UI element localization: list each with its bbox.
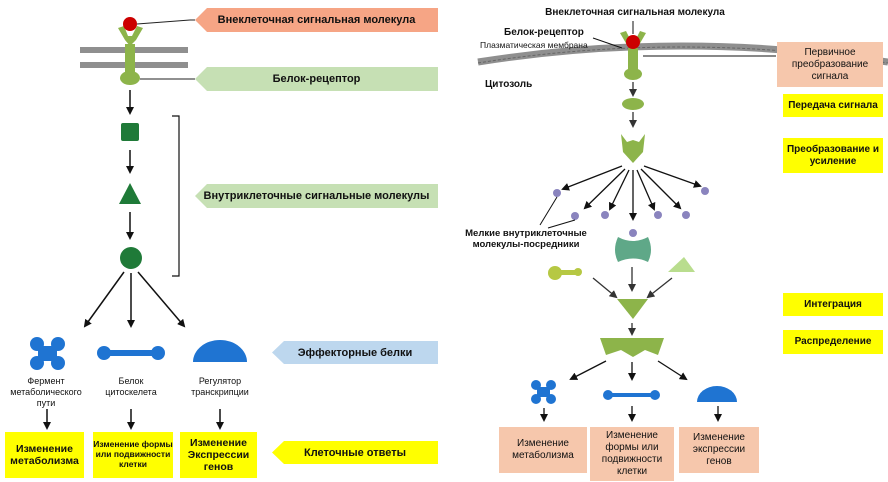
receptor-protein: [118, 26, 143, 85]
response-gene-expression-right: Изменение экспрессии генов: [679, 427, 759, 473]
enzyme-shape-right: [531, 380, 556, 404]
leader-line: [539, 196, 558, 226]
stage-distribution: Распределение: [783, 330, 883, 354]
effector-name-enzyme: Фермент метаболического пути: [10, 376, 82, 408]
response-gene-expression: Изменение Экспрессии генов: [180, 432, 257, 478]
receptor-protein-right: [620, 31, 646, 80]
label-receptor: Белок-рецептор: [195, 67, 438, 91]
intracellular-circle: [120, 247, 142, 269]
arrow: [569, 360, 607, 380]
integration-node: [617, 299, 648, 319]
arrow: [592, 277, 618, 299]
stage-primary-transduction: Первичное преобразование сигнала: [777, 42, 883, 87]
response-metabolism: Изменение метаболизма: [5, 432, 84, 478]
cytoskeleton-shape: [97, 346, 165, 360]
distribution-node: [600, 338, 664, 357]
stage-signal-transfer: Передача сигнала: [783, 94, 883, 117]
response-metabolism-right: Изменение метаболизма: [499, 427, 587, 473]
arrow: [83, 271, 125, 328]
leader-line: [592, 37, 623, 49]
label-extracellular-signal: Внеклеточная сигнальная молекула: [195, 8, 438, 32]
arrow: [646, 277, 673, 299]
amplifier-protein: [621, 134, 645, 163]
label-effector-proteins: Эффекторные белки: [272, 341, 438, 364]
transfer-protein: [622, 98, 644, 110]
signal-molecule: [123, 17, 137, 31]
transcription-regulator-shape-right: [697, 386, 737, 402]
label-cell-responses: Клеточные ответы: [272, 441, 438, 464]
transcription-regulator-shape: [193, 340, 247, 362]
signal-molecule-right: [626, 35, 640, 49]
amplification-arrows: [561, 165, 702, 221]
label-receptor-right: Белок-рецептор: [504, 27, 584, 38]
enzyme-shape: [30, 337, 65, 370]
effector-name-cytoskeleton: Белок цитоскелета: [105, 376, 157, 397]
integrator-protein: [615, 237, 651, 262]
triangle-mediator: [668, 257, 695, 272]
intracellular-bracket: [172, 115, 180, 277]
leader-line: [547, 219, 576, 229]
label-extracellular-signal-right: Внеклеточная сигнальная молекула: [545, 7, 725, 18]
stage-amplification: Преобразование и усиление: [783, 138, 883, 173]
intracellular-triangle: [119, 183, 141, 204]
arrow: [657, 360, 688, 381]
label-cytosol: Цитозоль: [485, 79, 533, 90]
arrow: [137, 271, 186, 328]
effector-name-regulator: Регулятор транскрипции: [191, 376, 249, 397]
label-plasma-membrane: Плазматическая мембрана: [480, 40, 588, 50]
response-shape-motility-right: Изменение формы или подвижности клетки: [590, 427, 674, 481]
leader-line: [136, 19, 191, 25]
mediator-molecules: [553, 187, 709, 237]
stage-integration: Интеграция: [783, 293, 883, 316]
lipid-mediator: [548, 266, 582, 280]
label-intracellular-molecules: Внутриклеточные сигнальные молекулы: [195, 184, 438, 208]
cytoskeleton-shape-right: [603, 390, 660, 400]
response-shape-motility: Изменение формы или подвижности клетки: [93, 432, 173, 478]
intracellular-square: [121, 123, 139, 141]
label-small-mediators: Мелкие внутриклеточные молекулы-посредни…: [465, 228, 587, 251]
